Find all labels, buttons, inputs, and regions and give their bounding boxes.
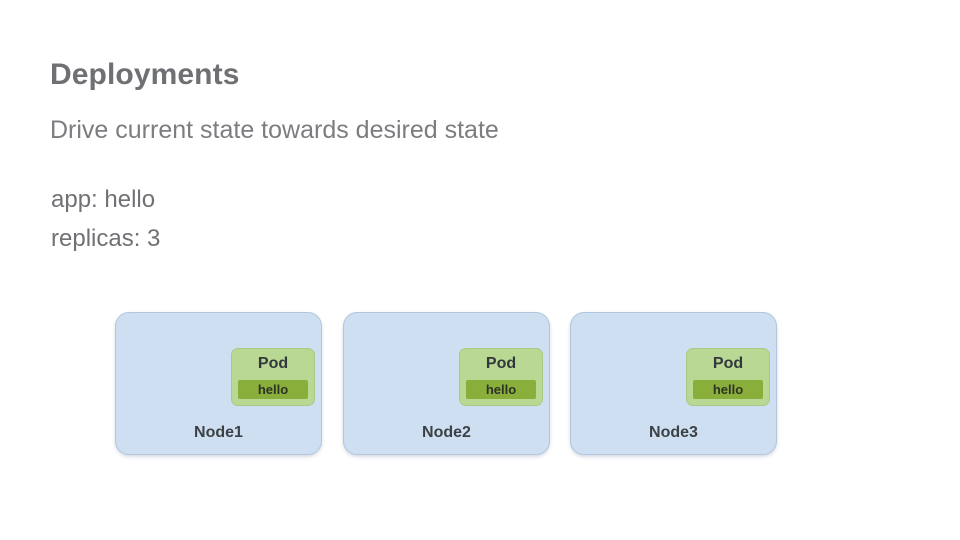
node-box-1[interactable]: Pod hello Node1 [115, 312, 322, 455]
pod-box-1[interactable]: Pod hello [231, 348, 315, 406]
pod-chip-1: hello [238, 380, 308, 399]
pod-chip-3: hello [693, 380, 763, 399]
spec-app-line: app: hello [51, 186, 156, 213]
node-box-2[interactable]: Pod hello Node2 [343, 312, 550, 455]
node-box-3[interactable]: Pod hello Node3 [570, 312, 777, 455]
node-label-1: Node1 [194, 424, 243, 441]
deployment-spec: app: hello replicas: 3 [51, 180, 160, 258]
node-label-2: Node2 [422, 424, 471, 441]
page-subtitle: Drive current state towards desired stat… [50, 116, 499, 144]
pod-chip-2: hello [466, 380, 536, 399]
spec-replicas-line: replicas: 3 [51, 225, 161, 252]
pod-title-3: Pod [712, 355, 744, 372]
cluster-nodes-row: Pod hello Node1 Pod hello Node2 Pod hell… [115, 312, 785, 462]
pod-box-3[interactable]: Pod hello [686, 348, 770, 406]
page-title: Deployments [50, 58, 240, 91]
pod-title-2: Pod [485, 355, 517, 372]
node-label-3: Node3 [649, 424, 698, 441]
pod-box-2[interactable]: Pod hello [459, 348, 543, 406]
pod-title-1: Pod [257, 355, 289, 372]
